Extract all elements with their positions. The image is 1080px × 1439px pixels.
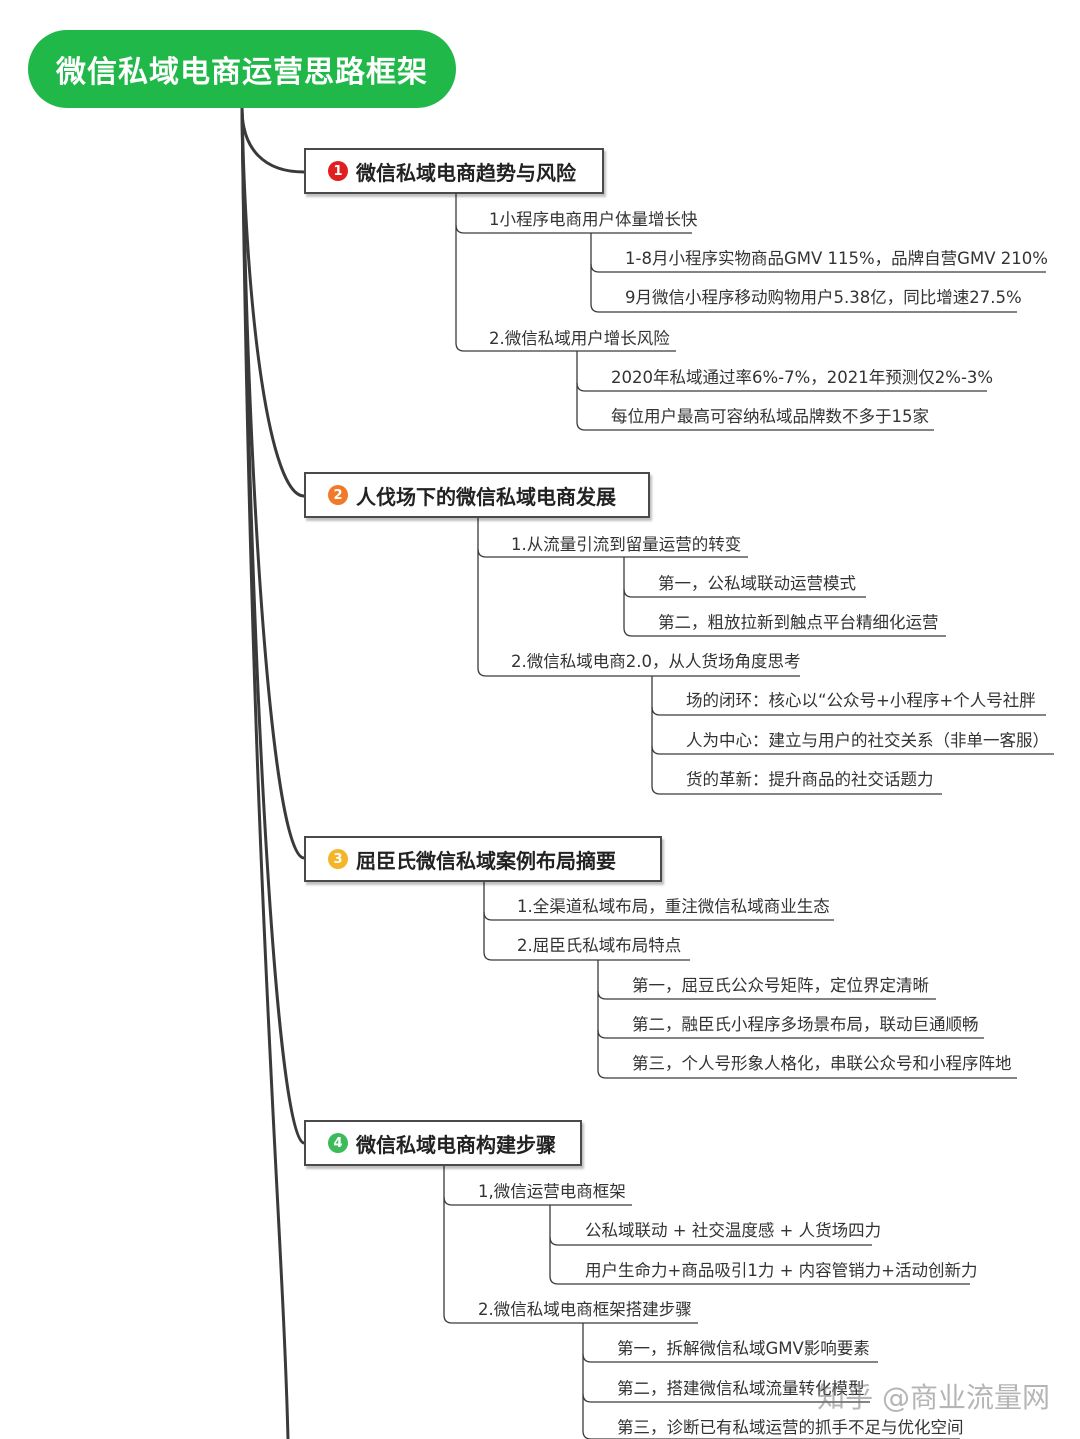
section-2-item-1-detail-2[interactable]: 第二，粗放拉新到触点平台精细化运营 [658,613,939,632]
number-4-badge-icon: 4 [328,1133,348,1153]
section-1-item-1-detail-2[interactable]: 9月微信小程序移动购物用户5.38亿，同比增速27.5% [625,288,1022,307]
section-4-title: 微信私域电商构建步骤 [356,1132,556,1157]
section-2-item-2-detail-1[interactable]: 场的闭环：核心以“公众号+小程序+个人号社胖 [686,691,1036,710]
section-2-item-2-detail-3[interactable]: 货的革新：提升商品的社交话题力 [686,770,934,789]
section-3-item-2[interactable]: 2.屈臣氏私域布局特点 [517,936,682,955]
section-1-topic[interactable]: 1 微信私域电商趋势与风险 [304,148,604,194]
section-4-item-2-detail-2[interactable]: 第二，搭建微信私域流量转化模型 [617,1379,865,1398]
section-4-item-1[interactable]: 1,微信运营电商框架 [478,1182,626,1201]
section-2-item-2-detail-2[interactable]: 人为中心：建立与用户的社交关系（非单一客服） [686,731,1049,750]
section-1-item-1[interactable]: 1小程序电商用户体量增长快 [489,210,698,229]
section-1-item-2-detail-1[interactable]: 2020年私域通过率6%-7%，2021年预测仅2%-3% [611,368,994,387]
section-2-item-1[interactable]: 1.从流量引流到留量运营的转变 [511,535,742,554]
section-3-title: 屈臣氏微信私域案例布局摘要 [356,848,616,873]
section-4-item-2-detail-1[interactable]: 第一，拆解微信私域GMV影响要素 [617,1339,870,1358]
section-1-item-2-detail-2[interactable]: 每位用户最高可容纳私域品牌数不多于15家 [611,407,929,426]
section-4-item-1-detail-1[interactable]: 公私域联动 + 社交温度感 + 人货场四力 [585,1221,882,1240]
watermark: 知乎 @商业流量网 [817,1381,1050,1414]
number-3-badge-icon: 3 [328,849,348,869]
section-2-item-2[interactable]: 2.微信私域电商2.0，从人货场角度思考 [511,652,801,671]
section-3-topic[interactable]: 3 屈臣氏微信私域案例布局摘要 [304,836,662,882]
section-1-item-2[interactable]: 2.微信私域用户增长风险 [489,329,670,348]
section-4-item-2-detail-3[interactable]: 第三，诊断已有私域运营的抓手不足与优化空间 [617,1418,964,1437]
number-2-badge-icon: 2 [328,485,348,505]
number-1-badge-icon: 1 [328,161,348,181]
section-4-item-1-detail-2[interactable]: 用户生命力+商品吸引1力 + 内容管销力+活动创新力 [585,1261,978,1280]
section-4-item-2[interactable]: 2.微信私域电商框架搭建步骤 [478,1300,692,1319]
section-4-topic[interactable]: 4 微信私域电商构建步骤 [304,1120,582,1166]
section-1-item-1-detail-1[interactable]: 1-8月小程序实物商品GMV 115%，品牌自营GMV 210% [625,249,1048,268]
section-3-item-2-detail-2[interactable]: 第二，融臣氏小程序多场景布局，联动巨通顺畅 [632,1015,979,1034]
section-1-title: 微信私域电商趋势与风险 [356,160,576,185]
section-2-topic[interactable]: 2 人伐场下的微信私域电商发展 [304,472,650,518]
section-3-item-1[interactable]: 1.全渠道私域布局，重注微信私域商业生态 [517,897,830,916]
root-title: 微信私域电商运营思路框架 [56,55,428,90]
section-2-item-1-detail-1[interactable]: 第一，公私域联动运营模式 [658,574,856,593]
root-topic[interactable]: 微信私域电商运营思路框架 [28,30,456,108]
section-3-item-2-detail-3[interactable]: 第三，个人号形象人格化，串联公众号和小程序阵地 [632,1054,1012,1073]
section-2-title: 人伐场下的微信私域电商发展 [356,484,616,509]
section-3-item-2-detail-1[interactable]: 第一，屈豆氏公众号矩阵，定位界定清晰 [632,976,929,995]
